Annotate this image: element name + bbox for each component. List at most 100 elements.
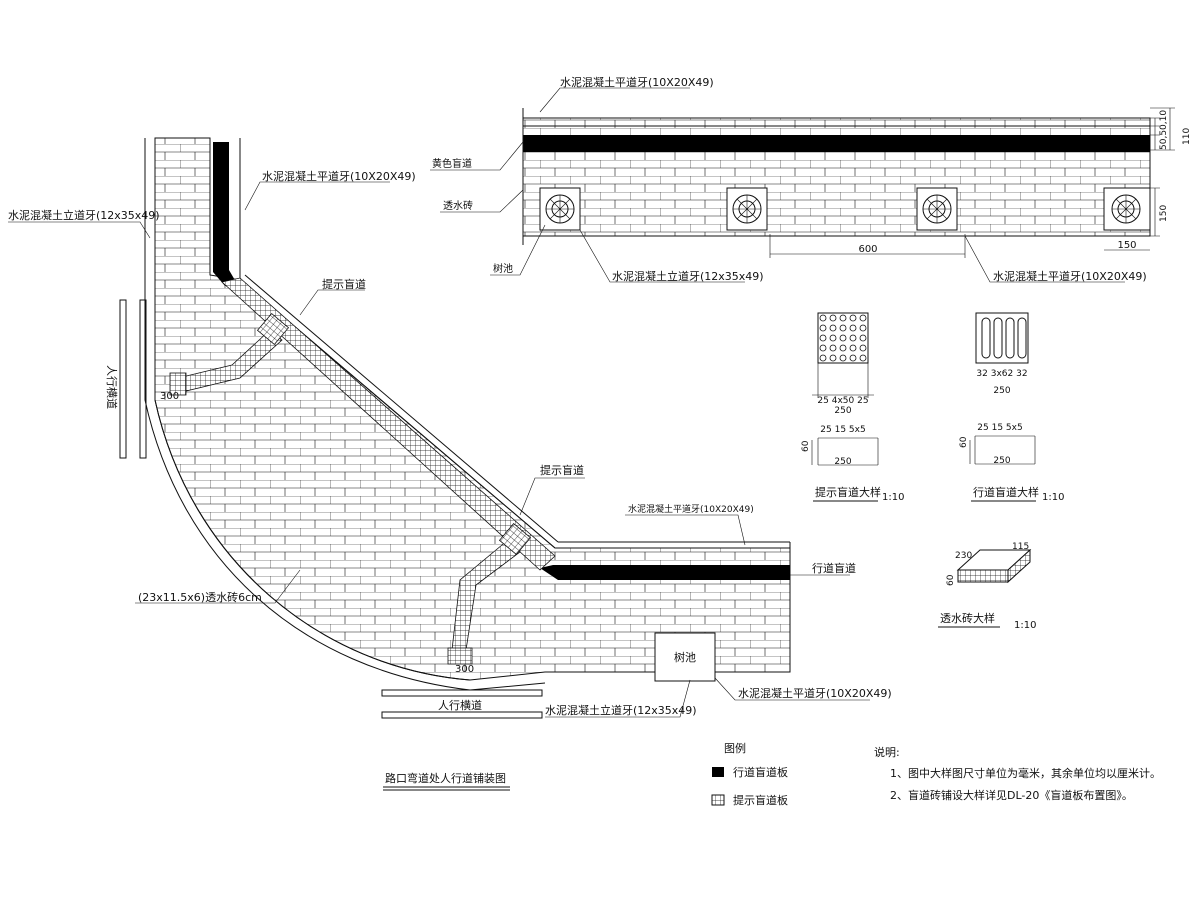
warning-tile-detail: 25 4x50 25 250 25 15 5x5 250 60 提示盲道大样 1…	[801, 312, 904, 503]
guiding-tile-detail: 32 3x62 32 250 25 15 5x5 250 60 行道盲道大样 1…	[959, 312, 1064, 503]
guiding-blind-path-vertical	[213, 142, 236, 286]
warning-detail-title: 提示盲道大样	[815, 485, 881, 499]
warning-tile-dot	[839, 334, 847, 342]
section-yellow-blind-path	[523, 135, 1150, 152]
guiding-detail-scale: 1:10	[1042, 492, 1064, 503]
plan-upright-curb-label: 水泥混凝土立道牙(12x35x49)	[8, 208, 160, 222]
notes: 说明: 1、图中大样图尺寸单位为毫米，其余单位均以厘米计。 2、盲道砖铺设大样详…	[874, 745, 1161, 802]
warning-tile-dot	[819, 344, 827, 352]
tree-pit-plan	[654, 632, 716, 682]
warning-tile-dot	[849, 334, 857, 342]
legend-warning-swatch	[711, 794, 725, 806]
legend-warning-label: 提示盲道板	[733, 793, 788, 807]
legend: 图例 行道盲道板 提示盲道板	[711, 741, 788, 807]
section-permeable-label: 透水砖	[443, 199, 473, 212]
section-upright-curb-label: 水泥混凝土立道牙(12x35x49)	[612, 269, 764, 283]
notes-line-1: 1、图中大样图尺寸单位为毫米，其余单位均以厘米计。	[890, 766, 1161, 780]
guiding-dims-d: 250	[993, 456, 1010, 466]
guiding-dims-a: 32 3x62 32	[976, 369, 1027, 379]
section-flat-curb-label: 水泥混凝土平道牙(10X20X49)	[993, 269, 1147, 283]
plan-warning-path-1-label: 提示盲道	[322, 277, 366, 291]
warning-tile-dot	[859, 354, 867, 362]
warning-tile-dot	[829, 324, 837, 332]
plan-view: 树池 人行横道 人行横道 300 300 水泥混凝土平道牙(10X20X49) …	[8, 137, 892, 791]
warning-tile-dot	[819, 314, 827, 322]
plan-guiding-path-label: 行道盲道	[812, 561, 856, 575]
plan-top-curb-label: 水泥混凝土平道牙(10X20X49)	[262, 169, 416, 183]
section-dim-pit: 150	[1117, 240, 1136, 251]
dim-left-300: 300	[160, 391, 179, 402]
warning-tile-dot	[859, 334, 867, 342]
warning-height: 60	[801, 440, 811, 452]
warning-node-1	[256, 312, 290, 346]
section-dim-height: 150	[1159, 205, 1169, 222]
tree-pit-4	[1103, 187, 1151, 231]
guiding-tile-bars	[981, 317, 1027, 359]
warning-detail-scale: 1:10	[882, 492, 904, 503]
section-dim-spacing: 600	[858, 244, 877, 255]
plan-bottom-upright-curb-label: 水泥混凝土立道牙(12x35x49)	[545, 703, 697, 717]
warning-end-pad-left	[169, 372, 187, 396]
warning-tile-dot	[819, 354, 827, 362]
brick-dim-c: 60	[946, 574, 956, 586]
warning-end-pad-bottom	[447, 647, 473, 665]
brick-detail-scale: 1:10	[1014, 620, 1036, 631]
tree-pit-plan-label: 树池	[674, 650, 696, 664]
plan-flat-curb-right-label: 水泥混凝土平道牙(10X20X49)	[628, 503, 754, 515]
guiding-dims-c: 25 15 5x5	[977, 423, 1022, 433]
section-tree-pits	[539, 187, 1151, 231]
notes-heading: 说明:	[874, 745, 900, 759]
dim-bottom-300: 300	[455, 664, 474, 675]
guiding-height: 60	[959, 436, 969, 448]
section-view: 50,50,10 110 150 600 150 水泥混凝土平道牙(10X20X…	[430, 75, 1192, 283]
legend-heading: 图例	[724, 741, 746, 755]
warning-tile-dot	[849, 314, 857, 322]
warning-tile-dot	[839, 344, 847, 352]
warning-tile-dot	[829, 344, 837, 352]
warning-dims-a: 25 4x50 25	[817, 396, 868, 406]
tree-pit-3	[916, 187, 958, 231]
crosswalk-bottom	[381, 689, 543, 719]
guiding-detail-title: 行道盲道大样	[973, 485, 1039, 499]
guiding-blind-path-horizontal	[540, 565, 790, 580]
warning-node-2	[498, 522, 532, 556]
warning-tile-dot	[859, 324, 867, 332]
plan-permeable-brick-label: (23x11.5x6)透水砖6cm	[138, 590, 262, 604]
plan-title: 路口弯道处人行道铺装图	[385, 771, 506, 785]
brick-dim-b: 115	[1012, 542, 1029, 552]
brick-detail-title: 透水砖大样	[940, 611, 995, 625]
crosswalk-bottom-label: 人行横道	[438, 698, 482, 712]
crosswalk-left	[119, 299, 147, 459]
plan-warning-path-2-label: 提示盲道	[540, 463, 584, 477]
legend-guiding-label: 行道盲道板	[733, 765, 788, 779]
warning-tile-dot	[829, 354, 837, 362]
section-dim-total: 110	[1182, 128, 1192, 145]
section-dim-stack: 50,50,10	[1159, 110, 1169, 150]
warning-tile-dot	[849, 324, 857, 332]
warning-dims-c: 25 15 5x5	[820, 425, 865, 435]
warning-dims-b: 250	[834, 406, 851, 416]
warning-tile-dot	[829, 334, 837, 342]
warning-tile-dot	[849, 354, 857, 362]
tree-pit-2	[726, 187, 768, 231]
warning-tile-dot	[819, 334, 827, 342]
section-top-curb-label: 水泥混凝土平道牙(10X20X49)	[560, 75, 714, 89]
warning-tile-dot	[839, 354, 847, 362]
section-tree-pit-label: 树池	[493, 262, 513, 275]
warning-tile-dot	[839, 324, 847, 332]
warning-tile-dot	[859, 314, 867, 322]
warning-tile-dot	[839, 314, 847, 322]
warning-tile-dot	[829, 314, 837, 322]
legend-guiding-swatch	[712, 767, 724, 777]
brick-detail: 230 115 60 透水砖大样 1:10	[938, 542, 1036, 631]
section-yellow-path-label: 黄色盲道	[432, 157, 472, 170]
warning-dims-d: 250	[834, 457, 851, 467]
warning-tile-dot	[849, 344, 857, 352]
warning-tile-dot	[859, 344, 867, 352]
crosswalk-left-label: 人行横道	[105, 365, 119, 409]
tree-pit-1	[539, 187, 581, 231]
guiding-dims-b: 250	[993, 386, 1010, 396]
notes-line-2: 2、盲道砖铺设大样详见DL-20《盲道板布置图》。	[890, 788, 1133, 802]
plan-bottom-flat-curb-label: 水泥混凝土平道牙(10X20X49)	[738, 686, 892, 700]
